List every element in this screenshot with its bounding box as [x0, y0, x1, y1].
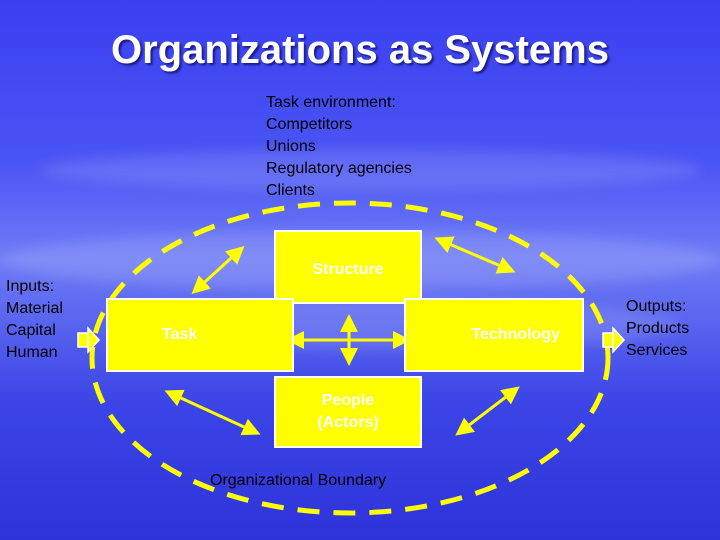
- arrow-task-structure: [191, 245, 245, 295]
- task-environment-list: Task environment: Competitors Unions Reg…: [266, 92, 412, 202]
- technology-box: Technology: [404, 298, 584, 372]
- output-arrow-icon: [602, 326, 626, 354]
- people-label: People: [321, 392, 375, 409]
- task-environment-heading: Task environment:: [266, 94, 396, 111]
- outputs-item: Products: [626, 320, 690, 337]
- structure-box: Structure: [274, 230, 422, 304]
- inputs-heading: Inputs:: [6, 278, 55, 295]
- task-environment-item: Regulatory agencies: [266, 160, 412, 177]
- cloud-streak: [40, 150, 700, 190]
- boundary-label: Organizational Boundary: [210, 472, 387, 489]
- inputs-item: Human: [6, 344, 58, 361]
- outputs-heading: Outputs:: [626, 298, 687, 315]
- task-label: Task: [162, 326, 198, 343]
- people-box: People (Actors): [274, 376, 422, 448]
- input-arrow-icon: [77, 326, 101, 354]
- structure-label: Structure: [312, 261, 384, 278]
- inputs-list: Inputs: Material Capital Human: [6, 276, 63, 364]
- arrow-people-technology: [455, 386, 520, 436]
- task-environment-item: Clients: [266, 182, 315, 199]
- task-box: Task: [106, 298, 294, 372]
- task-environment-item: Unions: [266, 138, 316, 155]
- technology-label: Technology: [471, 326, 560, 343]
- outputs-list: Outputs: Products Services: [626, 296, 689, 362]
- actors-label: (Actors): [317, 414, 379, 431]
- organizational-boundary: [89, 200, 611, 516]
- inputs-item: Material: [6, 300, 63, 317]
- outputs-item: Services: [626, 342, 688, 359]
- arrow-structure-technology: [434, 236, 516, 274]
- arrow-task-people: [164, 389, 261, 436]
- inputs-item: Capital: [6, 322, 56, 339]
- slide-title: Organizations as Systems: [111, 28, 609, 72]
- task-environment-item: Competitors: [266, 116, 353, 133]
